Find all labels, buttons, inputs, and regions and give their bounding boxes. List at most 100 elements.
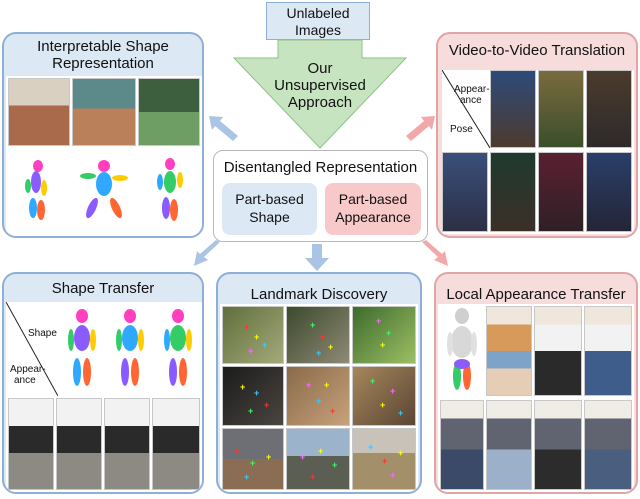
svg-text:+: +: [244, 472, 249, 482]
part-based-shape-box: Part-based Shape: [222, 183, 317, 235]
landmark-title: Landmark Discovery: [250, 286, 388, 303]
shape-map-3: [164, 309, 192, 386]
local-woman-2: [534, 306, 582, 396]
approach-line3: Approach: [287, 94, 353, 111]
svg-text:+: +: [320, 332, 325, 342]
svg-text:+: +: [332, 460, 337, 470]
video-appearance-label-2: ance: [460, 95, 482, 106]
svg-text:+: +: [248, 406, 253, 416]
part-map-1: [25, 160, 47, 220]
svg-text:+: +: [330, 406, 335, 416]
svg-text:+: +: [318, 446, 323, 456]
animal-photo-3: [352, 428, 416, 490]
arrow-to-landmark: [305, 244, 329, 271]
svg-text:+: +: [390, 470, 395, 480]
shape-transfer-corner-diagonal: [6, 302, 58, 396]
video-pose-label: Pose: [450, 124, 473, 135]
disentangled-title: Disentangled Representation: [223, 159, 418, 176]
svg-text:+: +: [240, 382, 245, 392]
local-appearance-image-area: [438, 304, 634, 492]
interpretable-title-line2: Representation: [52, 55, 154, 72]
cat-photo-3: [352, 366, 416, 426]
shape-transfer-person-2: [56, 398, 102, 490]
video-corner-diagonal: [442, 70, 490, 148]
video-frame-r2c3: [538, 152, 584, 232]
bird-photo-1: [222, 306, 284, 364]
shape-transfer-appearance-label-2: ance: [14, 375, 36, 386]
svg-text:+: +: [368, 442, 373, 452]
svg-text:+: +: [254, 332, 259, 342]
part-based-appearance-box: Part-based Appearance: [325, 183, 421, 235]
local-woman-1: [486, 306, 532, 396]
video-frame-r2c1: [442, 152, 488, 232]
arrow-to-local-appearance: [422, 240, 448, 266]
cat-photo-1: [222, 366, 284, 426]
svg-text:+: +: [266, 452, 271, 462]
svg-text:+: +: [386, 328, 391, 338]
svg-text:+: +: [390, 386, 395, 396]
svg-text:+: +: [248, 346, 253, 356]
approach-line2: Unsupervised: [274, 77, 366, 94]
svg-text:+: +: [316, 396, 321, 406]
local-appearance-part-map: [447, 308, 477, 390]
svg-text:+: +: [310, 472, 315, 482]
landmark-keypoints: ++++ ++++ +++ ++++ ++++ ++++ ++++ ++++ +…: [234, 316, 403, 482]
animal-photo-2: [286, 428, 350, 490]
video-title: Video-to-Video Translation: [448, 42, 626, 59]
disentangled-representation-box: Disentangled Representation Part-based S…: [213, 150, 428, 242]
video-frame-r2c2: [490, 152, 536, 232]
svg-text:+: +: [250, 458, 255, 468]
svg-text:+: +: [262, 340, 267, 350]
appearance-line1: Part-based: [338, 191, 408, 207]
local-appearance-panel: Local Appearance Transfer: [434, 272, 638, 494]
appearance-line2: Appearance: [335, 209, 411, 225]
svg-text:+: +: [264, 400, 269, 410]
video-translation-panel: Video-to-Video Translation Appear- ance …: [436, 32, 638, 238]
local-woman-3: [584, 306, 632, 396]
shape-transfer-appearance-label-1: Appear-: [10, 364, 46, 375]
shape-transfer-person-1: [8, 398, 54, 490]
svg-text:+: +: [300, 452, 305, 462]
svg-text:+: +: [316, 348, 321, 358]
shape-transfer-image-area: Shape Appear- ance: [6, 302, 202, 492]
shape-map-1: [68, 309, 96, 386]
local-man-2: [486, 400, 532, 490]
shape-transfer-panel: Shape Transfer Shape Appear- ance: [2, 272, 204, 494]
shape-part-maps: [25, 158, 183, 221]
bird-photo-3: [352, 306, 416, 364]
arrow-to-video: [406, 116, 435, 141]
svg-text:+: +: [398, 448, 403, 458]
svg-text:+: +: [234, 446, 239, 456]
bird-photo-2: [286, 306, 350, 364]
svg-text:+: +: [328, 342, 333, 352]
interpretable-title-line1: Interpretable Shape: [37, 38, 169, 55]
local-man-1: [440, 400, 484, 490]
svg-text:+: +: [310, 320, 315, 330]
arrow-to-interpretable: [209, 116, 238, 141]
animal-photo-1: [222, 428, 284, 490]
svg-text:+: +: [376, 316, 381, 326]
unlabeled-images-line1: Unlabeled: [286, 5, 350, 21]
svg-text:+: +: [380, 340, 385, 350]
video-frame-r2c4: [586, 152, 632, 232]
landmark-discovery-panel: Landmark Discovery ++++ ++++ +++ ++++ ++…: [216, 272, 422, 494]
unlabeled-images-line2: Images: [295, 22, 341, 38]
shape-transfer-shape-label: Shape: [28, 328, 57, 339]
shape-line2: Shape: [249, 209, 290, 225]
shape-transfer-person-3: [104, 398, 150, 490]
local-man-4: [584, 400, 632, 490]
video-image-area: Appear- ance Pose: [442, 70, 634, 234]
video-frame-r1c3: [538, 70, 584, 148]
landmark-image-area: ++++ ++++ +++ ++++ ++++ ++++ ++++ ++++ +…: [220, 304, 418, 492]
video-appearance-label-1: Appear-: [454, 84, 490, 95]
shape-line1: Part-based: [235, 191, 304, 207]
svg-text:+: +: [324, 380, 329, 390]
shape-transfer-person-4: [152, 398, 200, 490]
local-man-3: [534, 400, 582, 490]
approach-arrow: [232, 40, 408, 149]
svg-text:+: +: [370, 376, 375, 386]
svg-text:+: +: [254, 388, 259, 398]
svg-text:+: +: [382, 456, 387, 466]
svg-text:+: +: [306, 380, 311, 390]
shape-map-2: [116, 309, 144, 386]
